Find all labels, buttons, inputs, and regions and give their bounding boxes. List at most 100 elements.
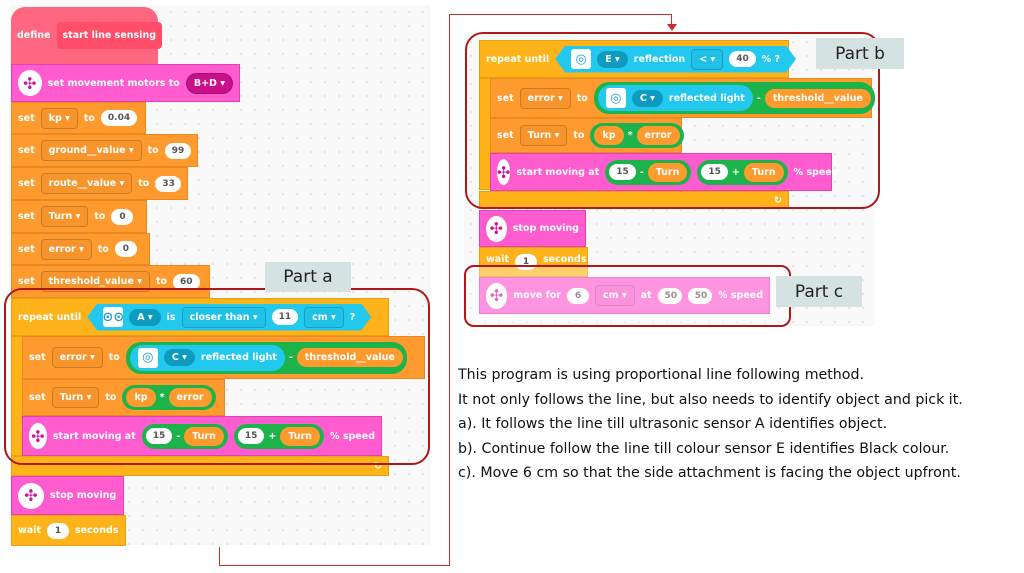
comparison-dropdown[interactable]: closer than: [182, 307, 266, 328]
variable-dropdown[interactable]: threshold_value: [40, 271, 150, 292]
motor-icon: ✣: [29, 423, 47, 449]
variable-dropdown[interactable]: error: [51, 347, 103, 368]
set-error-block[interactable]: seterrorto ◎Creflected light-threshold__…: [490, 78, 875, 118]
left-speed-input[interactable]: 50: [657, 287, 682, 304]
value-input[interactable]: 0: [114, 241, 137, 257]
set-label: set: [18, 145, 35, 156]
operator-symbol: -: [756, 92, 761, 104]
unit-dropdown[interactable]: cm: [594, 285, 635, 306]
port-dropdown[interactable]: A: [129, 309, 160, 326]
multiply-operator[interactable]: kp*error: [122, 385, 216, 410]
error-variable[interactable]: error: [636, 126, 680, 145]
block-text: set movement motors to: [47, 77, 180, 89]
variable-dropdown[interactable]: error: [519, 87, 571, 109]
threshold-variable[interactable]: threshold__value: [296, 348, 403, 367]
value-input[interactable]: 15: [701, 164, 728, 180]
repeat-until-block[interactable]: repeat until ⊙⊙ A is closer than 11 cm ?: [11, 298, 389, 336]
operator-symbol: -: [176, 430, 181, 442]
operator-symbol: *: [159, 392, 165, 403]
reporter-text: reflection: [633, 53, 686, 65]
subtract-operator[interactable]: ◎Creflected light-threshold__value: [125, 341, 407, 374]
motors-dropdown[interactable]: B+D: [185, 72, 233, 94]
error-variable[interactable]: error: [168, 388, 212, 407]
value-input[interactable]: 0: [111, 208, 134, 225]
operator-symbol: -: [288, 352, 293, 363]
comparison-dropdown[interactable]: <: [691, 49, 723, 70]
stop-moving-block[interactable]: ✣stop moving: [479, 210, 586, 247]
variable-dropdown[interactable]: Turn: [51, 387, 100, 408]
multiply-operator[interactable]: kp*error: [590, 123, 684, 148]
right-speed-operator[interactable]: 15+Turn: [233, 423, 325, 449]
variable-dropdown[interactable]: Turn: [519, 125, 568, 146]
value-input[interactable]: 0.04: [100, 110, 138, 126]
threshold-variable[interactable]: threshold__value: [764, 88, 871, 108]
ultrasonic-condition[interactable]: ⊙⊙ A is closer than 11 cm ?: [87, 304, 371, 331]
distance-input[interactable]: 11: [272, 309, 299, 325]
set-turn-block[interactable]: setTurnto kp*error: [490, 118, 684, 153]
port-dropdown[interactable]: C: [163, 349, 195, 366]
left-speed-operator[interactable]: 15-Turn: [605, 159, 692, 185]
define-name: start line sensing: [56, 22, 163, 49]
part-a-highlight: [4, 288, 430, 465]
variable-dropdown[interactable]: Turn: [40, 206, 89, 227]
motor-icon: ✣: [486, 282, 508, 309]
variable-dropdown[interactable]: ground__value: [40, 140, 142, 161]
repeat-until-block[interactable]: repeat until ◎Ereflection<40% ?: [479, 40, 789, 78]
arrow-head-icon: [667, 24, 677, 31]
value-input[interactable]: 15: [145, 428, 173, 444]
question-mark: ?: [349, 311, 356, 323]
port-dropdown[interactable]: E: [597, 51, 628, 68]
reflection-condition[interactable]: ◎Ereflection<40% ?: [555, 46, 796, 73]
unit-dropdown[interactable]: cm: [304, 307, 344, 328]
operator-symbol: *: [627, 130, 633, 141]
subtract-operator[interactable]: ◎Creflected light-threshold__value: [593, 82, 875, 114]
value-input[interactable]: 99: [164, 142, 191, 159]
move-for-block[interactable]: ✣move for6cmat5050% speed: [479, 277, 770, 314]
distance-input[interactable]: 6: [566, 287, 589, 304]
set-label: set: [497, 130, 514, 141]
set-error-block[interactable]: seterrorto0: [11, 233, 150, 265]
kp-variable[interactable]: kp: [126, 388, 156, 407]
set-movement-motors-block[interactable]: ✣ set movement motors to B+D: [11, 64, 240, 102]
right-speed-operator[interactable]: 15+Turn: [697, 159, 788, 185]
kp-variable[interactable]: kp: [594, 126, 624, 145]
set-label: set: [18, 178, 35, 189]
set-turn-block[interactable]: setTurnto kp*error: [22, 379, 225, 416]
define-block[interactable]: define start line sensing: [11, 7, 163, 64]
connector-line: [671, 14, 672, 26]
right-speed-input[interactable]: 50: [687, 287, 713, 304]
variable-dropdown[interactable]: error: [40, 238, 92, 260]
port-dropdown[interactable]: C: [631, 89, 663, 107]
turn-variable[interactable]: Turn: [280, 426, 321, 446]
seconds-input[interactable]: 1: [47, 522, 69, 539]
value-input[interactable]: 40: [729, 51, 756, 67]
value-input[interactable]: 15: [609, 164, 636, 180]
part-b-highlight: [465, 32, 880, 209]
set-label: set: [18, 276, 35, 287]
set-label: set: [18, 243, 35, 255]
description-line: a). It follows the line till ultrasonic …: [458, 416, 888, 433]
reflected-light-reporter[interactable]: ◎Creflected light: [129, 344, 285, 371]
variable-dropdown[interactable]: route__value: [40, 173, 133, 194]
start-moving-block[interactable]: ✣start moving at 15-Turn 15+Turn % speed: [490, 153, 839, 191]
to-label: to: [108, 352, 120, 363]
variable-dropdown[interactable]: kp: [40, 107, 78, 129]
turn-variable[interactable]: Turn: [743, 162, 784, 182]
turn-variable[interactable]: Turn: [184, 426, 224, 446]
start-moving-block[interactable]: ✣start moving at 15-Turn 15+Turn % speed: [22, 416, 382, 456]
value-input[interactable]: 15: [237, 428, 265, 444]
stop-moving-block[interactable]: ✣stop moving: [11, 476, 124, 515]
turn-variable[interactable]: Turn: [647, 162, 688, 182]
set-error-block[interactable]: seterrorto ◎Creflected light-threshold__…: [22, 336, 425, 379]
loop-arrow-icon: ↻: [374, 460, 382, 472]
left-speed-operator[interactable]: 15-Turn: [141, 423, 228, 449]
reflected-light-reporter[interactable]: ◎Creflected light: [597, 85, 753, 111]
value-input[interactable]: 33: [155, 175, 181, 192]
set-kp-block[interactable]: setkpto0.04: [11, 102, 146, 134]
set-turn-block[interactable]: setTurnto0: [11, 200, 147, 233]
value-input[interactable]: 60: [173, 273, 200, 290]
